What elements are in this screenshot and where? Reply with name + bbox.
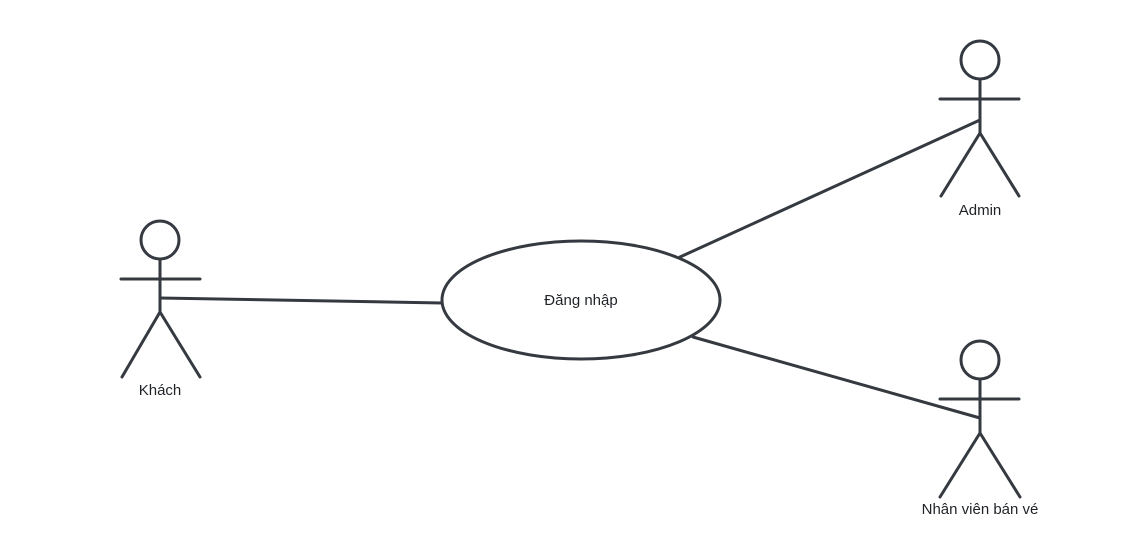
actor-admin[interactable]: Admin [938,39,1021,219]
actor-head [959,39,1001,81]
actor-right-leg [978,131,1021,198]
actor-right-leg [158,310,202,379]
actor-nhan-vien-ban-ve[interactable]: Nhân viên bán vé [922,339,1039,518]
actor-khach[interactable]: Khách [119,219,202,399]
actor-right-leg [978,431,1022,499]
actor-left-leg [939,131,982,198]
association-nhan-vien-dang-nhap [691,335,982,420]
actor-label: Admin [959,202,1002,219]
actor-left-leg [120,310,162,379]
actor-head [139,219,181,261]
use-case-label: Đăng nhập [544,292,617,309]
actor-label: Khách [139,382,182,399]
actor-head [959,339,1001,381]
association-admin-dang-nhap [678,118,982,259]
actor-label: Nhân viên bán vé [922,501,1039,518]
association-khach-dang-nhap [158,296,444,305]
use-case-dang-nhap[interactable]: Đăng nhập [440,239,722,361]
use-case-ellipse [440,239,722,361]
actor-left-leg [938,431,982,499]
